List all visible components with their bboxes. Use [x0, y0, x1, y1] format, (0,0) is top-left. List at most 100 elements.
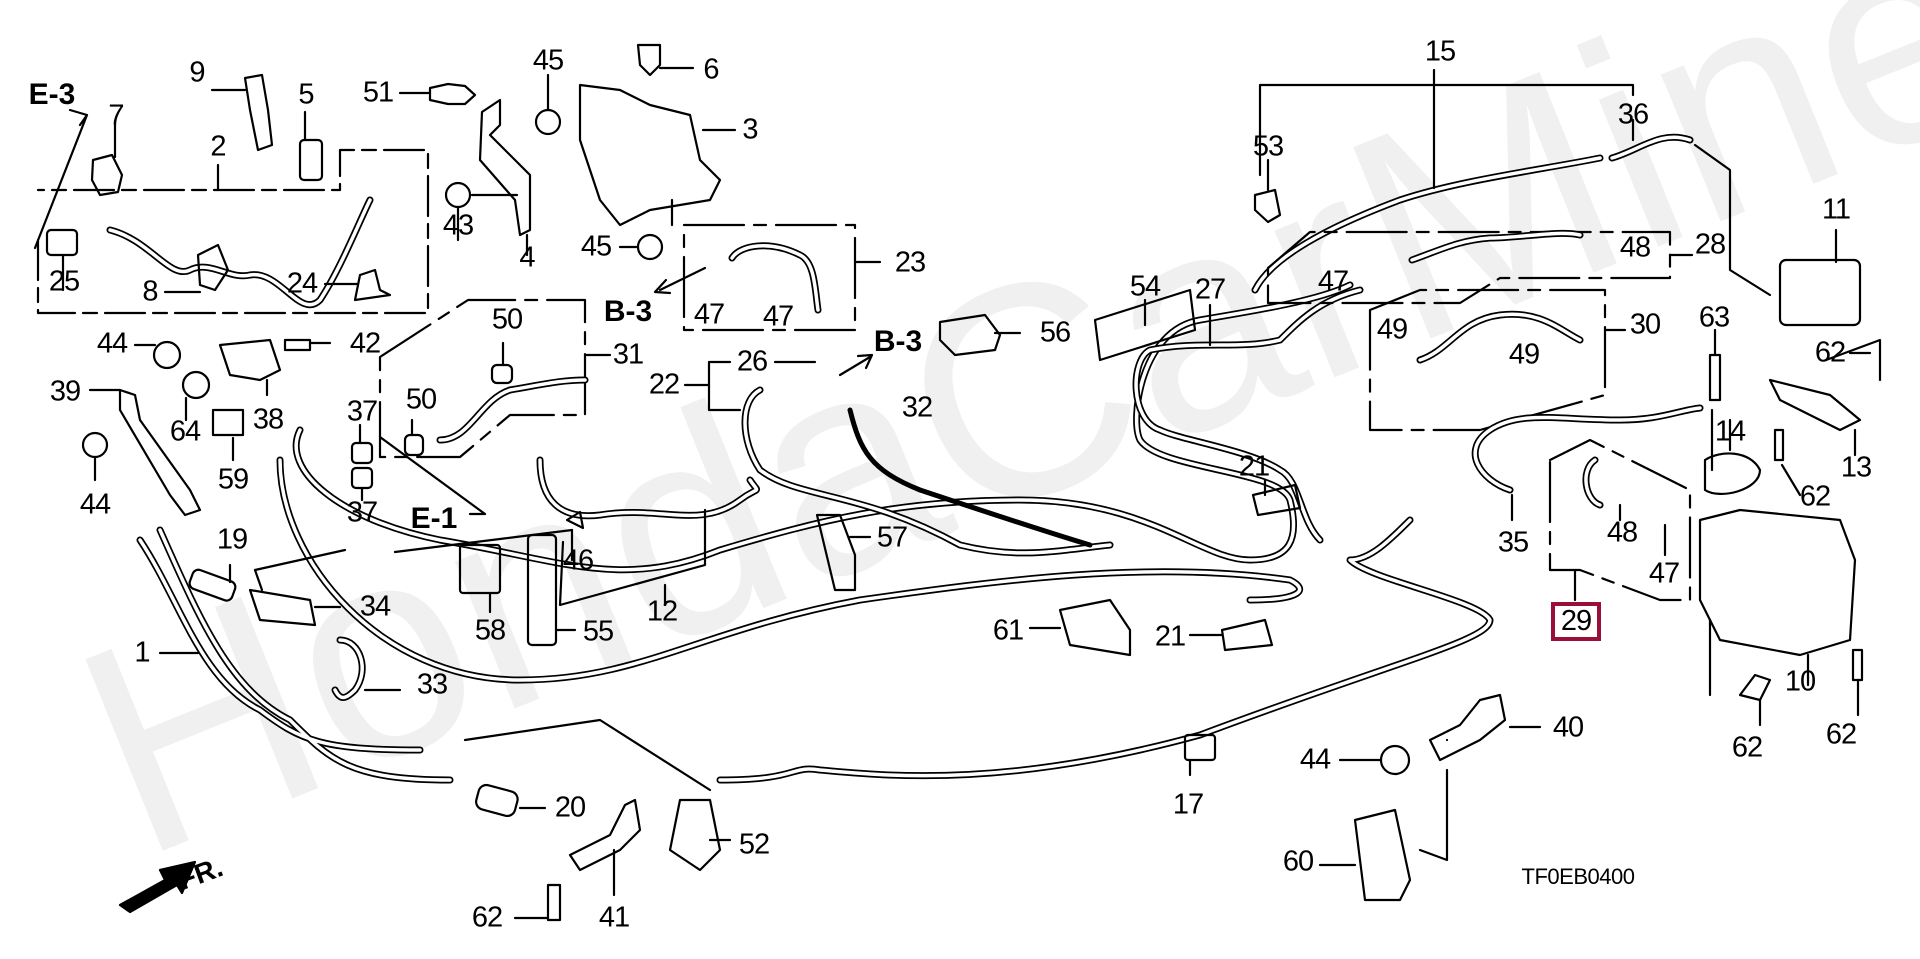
label-45-bottom[interactable]: 45 — [580, 230, 612, 263]
label-59[interactable]: 59 — [217, 463, 249, 496]
label-33[interactable]: 33 — [416, 668, 448, 701]
label-56[interactable]: 56 — [1039, 316, 1071, 349]
label-9[interactable]: 9 — [189, 56, 205, 89]
label-10[interactable]: 10 — [1784, 665, 1816, 698]
label-63[interactable]: 63 — [1698, 301, 1730, 334]
bracket-15 — [1258, 68, 1635, 190]
label-35[interactable]: 35 — [1497, 526, 1529, 559]
label-48-b[interactable]: 48 — [1606, 516, 1638, 549]
label-62-lower-mid[interactable]: 62 — [1731, 731, 1763, 764]
label-11[interactable]: 11 — [1821, 193, 1851, 226]
part-24-clip — [353, 268, 392, 302]
label-26[interactable]: 26 — [736, 345, 768, 378]
part-14-valve — [1703, 452, 1762, 495]
group-box-29 — [1548, 438, 1692, 602]
label-3[interactable]: 3 — [742, 113, 758, 146]
label-44-a[interactable]: 44 — [96, 327, 128, 360]
label-37-b[interactable]: 37 — [346, 496, 378, 529]
label-54[interactable]: 54 — [1129, 270, 1161, 303]
part-62-bolt-lower — [1738, 673, 1772, 702]
label-49-b[interactable]: 49 — [1508, 338, 1540, 371]
label-27[interactable]: 27 — [1194, 273, 1226, 306]
label-47-b[interactable]: 47 — [762, 300, 794, 333]
ref-b3-left[interactable]: B-3 — [603, 295, 653, 328]
part-38-bracket — [218, 338, 282, 382]
label-23[interactable]: 23 — [894, 246, 926, 279]
part-21-clip-a — [1251, 483, 1302, 517]
label-45-top[interactable]: 45 — [532, 44, 564, 77]
label-31[interactable]: 31 — [612, 338, 644, 371]
label-30[interactable]: 30 — [1629, 308, 1661, 341]
label-8[interactable]: 8 — [142, 275, 158, 308]
label-62-bottom-left[interactable]: 62 — [471, 901, 503, 934]
label-57[interactable]: 57 — [876, 521, 908, 554]
label-37-a[interactable]: 37 — [346, 395, 378, 428]
label-50-a[interactable]: 50 — [491, 303, 523, 336]
label-62-mid-right[interactable]: 62 — [1799, 480, 1831, 513]
part-3-bracket — [578, 83, 722, 227]
part-50-clamp-b — [403, 433, 425, 457]
label-48-a[interactable]: 48 — [1619, 231, 1651, 264]
label-50-b[interactable]: 50 — [405, 383, 437, 416]
label-19[interactable]: 19 — [216, 523, 248, 556]
label-32[interactable]: 32 — [901, 391, 933, 424]
tube-27 — [1132, 286, 1364, 544]
label-51[interactable]: 51 — [362, 76, 394, 109]
label-39[interactable]: 39 — [49, 375, 81, 408]
label-47-a[interactable]: 47 — [693, 298, 725, 331]
part-37-clip-a — [350, 441, 374, 465]
label-13[interactable]: 13 — [1840, 451, 1872, 484]
label-1[interactable]: 1 — [134, 636, 150, 669]
label-7[interactable]: 7 — [108, 99, 124, 132]
ref-e1[interactable]: E-1 — [410, 502, 458, 535]
label-52[interactable]: 52 — [738, 828, 770, 861]
part-37-clip-b — [350, 466, 374, 490]
label-20[interactable]: 20 — [554, 791, 586, 824]
label-6[interactable]: 6 — [703, 53, 719, 86]
label-21-b[interactable]: 21 — [1154, 620, 1186, 653]
label-14[interactable]: 14 — [1714, 415, 1746, 448]
part-50-clamp-a — [490, 363, 514, 385]
label-15[interactable]: 15 — [1424, 35, 1456, 68]
label-62-upper-right[interactable]: 62 — [1814, 336, 1846, 369]
part-62-bolt-mid — [1773, 428, 1785, 462]
label-47-c[interactable]: 47 — [1317, 265, 1349, 298]
label-34[interactable]: 34 — [359, 590, 391, 623]
label-38[interactable]: 38 — [252, 403, 284, 436]
label-55[interactable]: 55 — [582, 615, 614, 648]
label-24[interactable]: 24 — [286, 267, 318, 300]
label-21-a[interactable]: 21 — [1238, 450, 1270, 483]
label-40[interactable]: 40 — [1552, 711, 1584, 744]
label-43[interactable]: 43 — [442, 209, 474, 242]
label-44-b[interactable]: 44 — [79, 488, 111, 521]
part-43-bolt — [444, 181, 472, 209]
label-28[interactable]: 28 — [1694, 228, 1726, 261]
label-47-d[interactable]: 47 — [1648, 557, 1680, 590]
label-4[interactable]: 4 — [519, 241, 535, 274]
label-25[interactable]: 25 — [48, 265, 80, 298]
label-64[interactable]: 64 — [169, 415, 201, 448]
label-60[interactable]: 60 — [1282, 845, 1314, 878]
label-12[interactable]: 12 — [646, 595, 678, 628]
label-61[interactable]: 61 — [992, 614, 1024, 647]
label-5[interactable]: 5 — [298, 78, 314, 111]
label-42[interactable]: 42 — [349, 327, 381, 360]
label-58[interactable]: 58 — [474, 614, 506, 647]
ref-b3-right[interactable]: B-3 — [873, 325, 923, 358]
tube-32 — [847, 407, 1093, 548]
label-36[interactable]: 36 — [1617, 98, 1649, 131]
label-46[interactable]: 46 — [562, 544, 594, 577]
label-44-c[interactable]: 44 — [1299, 743, 1331, 776]
label-29-highlighted[interactable]: 29 — [1551, 602, 1601, 641]
part-19-sleeve — [188, 568, 237, 602]
label-22[interactable]: 22 — [648, 368, 680, 401]
label-53[interactable]: 53 — [1252, 130, 1284, 163]
label-41[interactable]: 41 — [598, 901, 630, 934]
part-25-clip — [45, 228, 79, 257]
tube-main-lower — [276, 456, 1304, 684]
label-17[interactable]: 17 — [1172, 788, 1204, 821]
label-49-a[interactable]: 49 — [1376, 313, 1408, 346]
ref-e3[interactable]: E-3 — [28, 78, 76, 111]
label-2[interactable]: 2 — [210, 130, 226, 163]
label-62-lower-right[interactable]: 62 — [1825, 718, 1857, 751]
